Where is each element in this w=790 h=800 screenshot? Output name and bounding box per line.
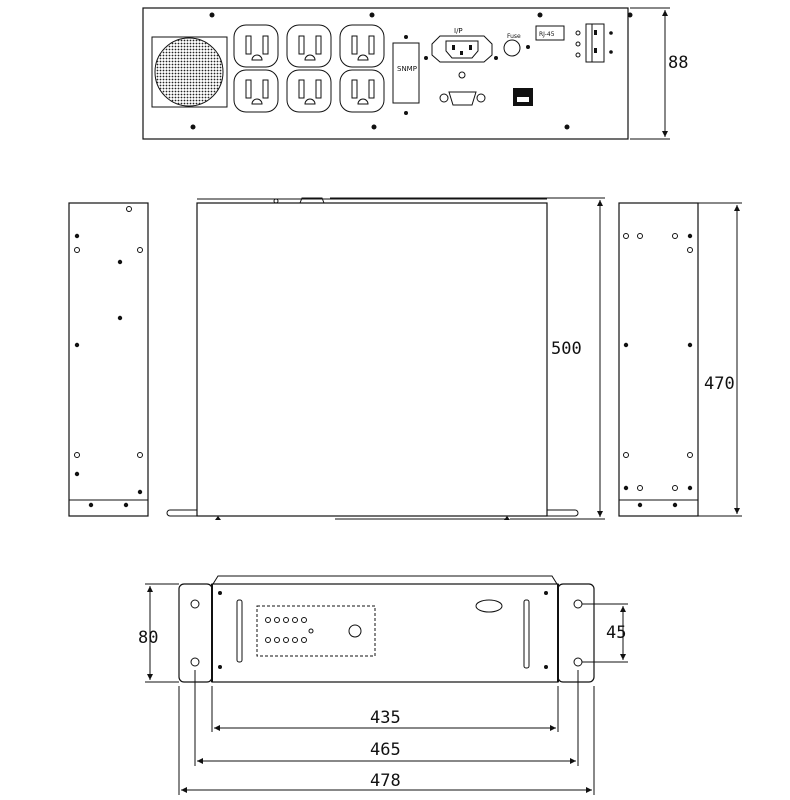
- dim-470-label: 470: [704, 374, 735, 394]
- left-rack-ear: [178, 583, 213, 683]
- dimension-height-rear: 80: [138, 583, 179, 683]
- ac-outlets: [233, 24, 385, 113]
- right-bracket: [618, 202, 699, 517]
- outlet: [286, 69, 332, 113]
- rj45-port: RJ-45: [513, 25, 565, 106]
- dimension-widths: 435 465 478: [178, 670, 595, 795]
- front-panel-view: SNMP I/P Fuse RJ-45: [142, 7, 688, 140]
- left-bracket: [68, 202, 149, 517]
- dim-45-label: 45: [606, 623, 626, 643]
- rear-panel: [211, 583, 559, 683]
- outlet: [233, 69, 279, 113]
- dimension-depth-side: 470: [698, 202, 742, 517]
- input-label: I/P: [454, 27, 463, 35]
- main-chassis-top: [166, 197, 579, 520]
- dim-80-label: 80: [138, 628, 158, 648]
- rj45-label: RJ-45: [539, 31, 555, 38]
- front-panel-screws: [190, 12, 633, 130]
- outlet: [339, 24, 385, 68]
- outlet: [339, 69, 385, 113]
- dimension-depth-top: 500: [330, 197, 605, 520]
- dimension-hole-spacing: 45: [582, 603, 628, 663]
- snmp-slot: SNMP: [392, 42, 420, 104]
- outlet: [233, 24, 279, 68]
- rear-view: 80 45 435 465 478: [138, 575, 628, 795]
- right-rack-ear: [557, 583, 595, 683]
- dim-500-label: 500: [551, 339, 582, 359]
- fan-grille: [151, 36, 228, 108]
- dimension-height-front: 88: [630, 7, 688, 140]
- terminal-block: [575, 23, 613, 63]
- db9-port: [439, 91, 486, 106]
- outlet: [286, 24, 332, 68]
- fuse-label: Fuse: [507, 33, 521, 40]
- dim-478-label: 478: [370, 771, 401, 791]
- dim-435-label: 435: [370, 708, 401, 728]
- fuse-holder: Fuse: [503, 33, 521, 57]
- dim-88-label: 88: [668, 53, 688, 73]
- iec-input-socket: I/P: [431, 27, 493, 79]
- dim-465-label: 465: [370, 740, 401, 760]
- top-view: 500 470: [68, 197, 742, 520]
- snmp-label: SNMP: [397, 65, 417, 73]
- front-panel-outline: [142, 7, 629, 140]
